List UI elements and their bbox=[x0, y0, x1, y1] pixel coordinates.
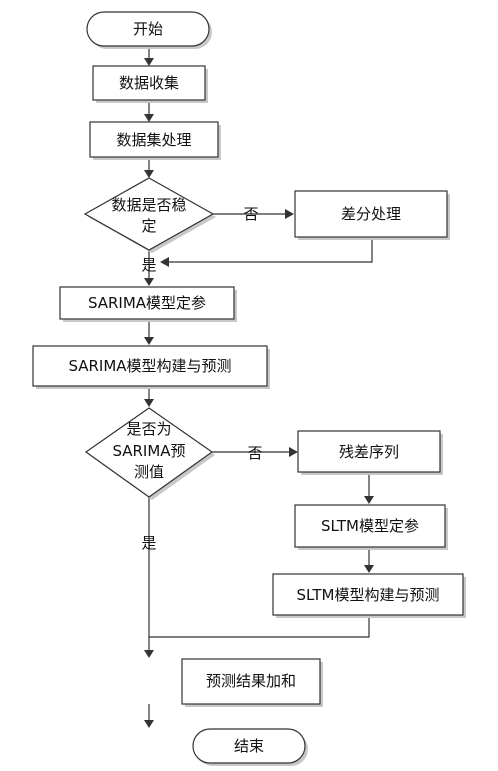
node-sarima-build: SARIMA模型构建与预测 bbox=[32, 345, 270, 389]
edge-label-yes-2: 是 bbox=[141, 534, 156, 552]
node-diff: 差分处理 bbox=[294, 190, 450, 240]
node-stable-decision: 数据是否稳 定 bbox=[83, 177, 216, 253]
node-start: 开始 bbox=[86, 11, 212, 49]
arrow-sum-end bbox=[144, 720, 154, 728]
node-diff-label: 差分处理 bbox=[341, 205, 401, 223]
arrow-stableq-diff bbox=[285, 209, 294, 219]
node-residual-label: 残差序列 bbox=[339, 443, 399, 461]
node-sum: 预测结果加和 bbox=[181, 658, 323, 707]
arrow-start-collect bbox=[144, 58, 154, 66]
edges bbox=[144, 45, 374, 728]
arrow-collect-process bbox=[144, 114, 154, 122]
arrow-diff-back bbox=[160, 257, 169, 267]
node-end: 结束 bbox=[192, 728, 308, 766]
node-stable-decision-label-1: 数据是否稳 bbox=[111, 196, 186, 214]
node-process: 数据集处理 bbox=[89, 121, 221, 160]
arrow-sarimaparam-sarimabuild bbox=[144, 337, 154, 345]
node-collect-label: 数据收集 bbox=[119, 74, 179, 92]
edge-diff-back bbox=[167, 238, 373, 263]
edge-label-no-2: 否 bbox=[247, 444, 262, 462]
arrow-sltmparam-sltmbuild bbox=[364, 565, 374, 573]
node-sltm-build-label: SLTM模型构建与预测 bbox=[297, 586, 440, 604]
node-pred-decision-label-3: 测值 bbox=[134, 463, 164, 481]
node-start-label: 开始 bbox=[133, 20, 163, 38]
arrow-residual-sltmparam bbox=[364, 496, 374, 504]
node-sarima-param-label: SARIMA模型定参 bbox=[88, 294, 206, 312]
arrow-sarimabuild-predq bbox=[144, 399, 154, 407]
node-residual: 残差序列 bbox=[297, 430, 443, 475]
node-process-label: 数据集处理 bbox=[116, 131, 191, 149]
node-stable-decision-label-2: 定 bbox=[141, 217, 156, 235]
node-pred-decision: 是否为 SARIMA预 测值 bbox=[84, 407, 215, 500]
edge-sltmbuild-join bbox=[149, 615, 370, 638]
node-sum-label: 预测结果加和 bbox=[206, 672, 296, 690]
edge-label-no-1: 否 bbox=[243, 205, 258, 223]
node-sltm-build: SLTM模型构建与预测 bbox=[272, 573, 466, 618]
node-sarima-param: SARIMA模型定参 bbox=[59, 286, 237, 322]
node-sltm-param-label: SLTM模型定参 bbox=[321, 517, 419, 535]
node-collect: 数据收集 bbox=[92, 65, 208, 103]
node-end-label: 结束 bbox=[234, 737, 264, 755]
node-pred-decision-label-1: 是否为 bbox=[126, 420, 171, 438]
node-pred-decision-label-2: SARIMA预 bbox=[112, 442, 185, 460]
node-sltm-param: SLTM模型定参 bbox=[294, 504, 448, 550]
arrow-join-sum bbox=[144, 650, 154, 658]
arrow-process-stableq bbox=[144, 170, 154, 178]
edge-label-yes-1: 是 bbox=[141, 256, 156, 274]
node-sarima-build-label: SARIMA模型构建与预测 bbox=[68, 357, 231, 375]
arrow-stableq-sarimaparam bbox=[144, 278, 154, 286]
arrow-predq-residual bbox=[289, 447, 298, 457]
